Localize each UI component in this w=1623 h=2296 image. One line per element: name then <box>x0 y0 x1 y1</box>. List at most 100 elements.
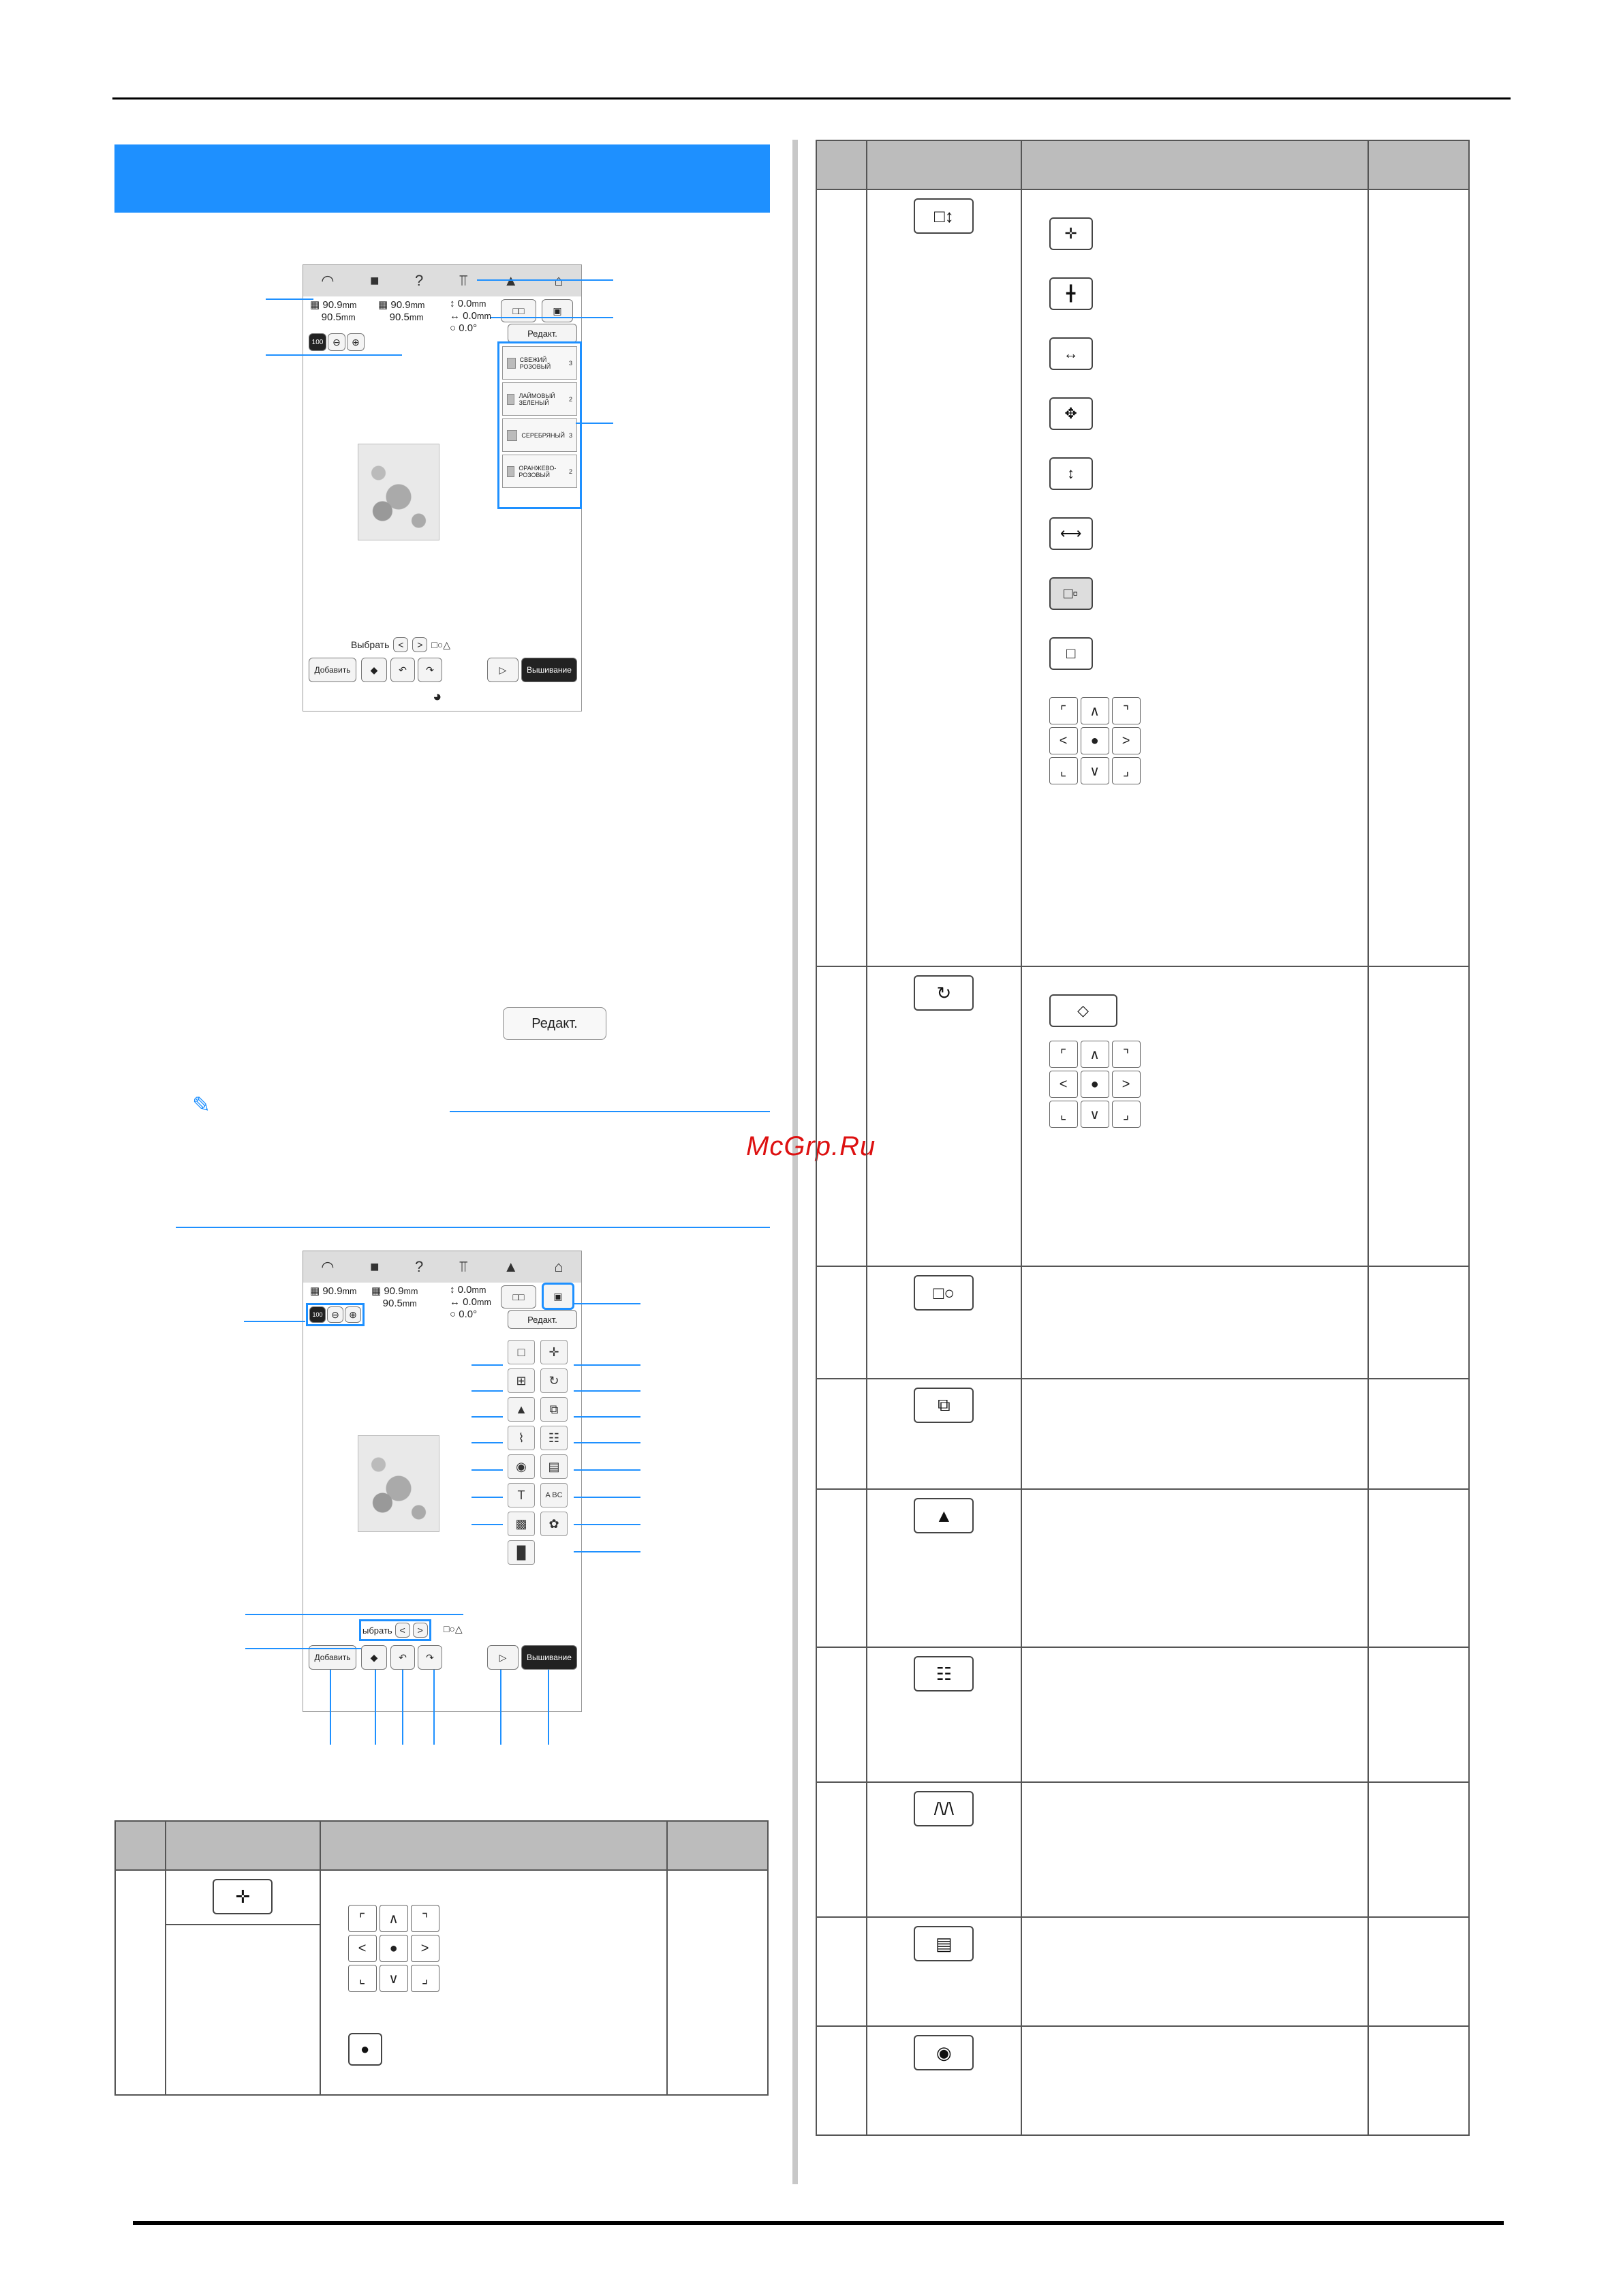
mirror-icon[interactable]: ▲ <box>508 1397 535 1422</box>
zoom-out-icon[interactable]: ⊖ <box>327 1306 343 1323</box>
text-edit-icon[interactable]: A BC <box>540 1483 568 1507</box>
wifi-icon[interactable]: ◠ <box>321 1258 335 1275</box>
next-icon[interactable]: > <box>412 637 428 652</box>
density-zigzag-icon[interactable]: ⌇ <box>508 1426 535 1450</box>
size-readout: ▦ 90.9mm 90.5mm <box>310 299 357 323</box>
zoom-controls: 100 ⊖ ⊕ <box>309 333 365 351</box>
rotate-icon: ↻ <box>914 975 974 1011</box>
size-readout: ▦ 90.9mm <box>310 1285 357 1297</box>
arrow-pad-icon: ⌜∧⌝ <●> ⌞∨⌟ <box>1049 697 1367 784</box>
group-icon[interactable]: ⊞ <box>508 1368 535 1393</box>
color-view-button[interactable]: ▣ <box>542 299 573 322</box>
rotate-icon[interactable]: ↻ <box>540 1368 568 1393</box>
center-icon: ● <box>347 2033 382 2066</box>
table-row: /\/\ <box>815 1781 1470 1918</box>
device-screen-main: ◠ ■ ? ⫪ ▲ ⌂ ▦ 90.9mm 90.5mm ▦ 90.9mm 90.… <box>303 264 582 711</box>
scale-wide-icon: ✥ <box>1049 397 1093 430</box>
callout-line <box>576 423 613 424</box>
edit-button[interactable]: Редакт. <box>508 1310 577 1329</box>
scale-narrow-icon: ↔ <box>1049 337 1093 370</box>
zoom-in-icon[interactable]: ⊕ <box>347 333 365 351</box>
border-icon[interactable]: ✿ <box>540 1512 568 1536</box>
next-icon[interactable]: > <box>412 1623 428 1638</box>
zoom-100-button[interactable]: 100 <box>309 1306 326 1323</box>
callout-line <box>574 1364 640 1366</box>
size-icon: ▦ <box>310 299 320 311</box>
shape-select-icon[interactable]: □○△ <box>444 1623 463 1634</box>
callout-line <box>472 1416 503 1418</box>
prev-icon[interactable]: < <box>395 1623 410 1638</box>
offset-readout: ↕ 0.0mm ↔ 0.0mm ○ 0.0° <box>450 1284 491 1320</box>
eraser-icon[interactable]: ◆ <box>361 1645 387 1670</box>
home-icon[interactable]: ⌂ <box>554 1258 563 1275</box>
color-sort-icon[interactable]: ▤ <box>540 1454 568 1479</box>
add-button[interactable]: Добавить <box>309 658 356 682</box>
wifi-icon[interactable]: ◠ <box>321 272 335 289</box>
embroider-button[interactable]: Вышивание <box>521 1645 577 1670</box>
home-icon[interactable]: ⌂ <box>554 272 563 290</box>
prev-icon[interactable]: < <box>393 637 409 652</box>
edit-functions-table-right: □↕ ✛ ╋ ↔ ✥ ↕ ⟷ □▫ □ ⌜∧⌝ <●> ⌞∨⌟ ↻ <box>815 140 1470 2136</box>
redo-icon[interactable]: ↷ <box>418 658 442 682</box>
document-icon[interactable]: ■ <box>370 1258 380 1275</box>
group-icon: □○ <box>914 1275 974 1311</box>
callout-line <box>266 354 402 356</box>
shape-select-icon[interactable]: □○△ <box>431 639 451 650</box>
offset-readout: ↕ 0.0mm ↔ 0.0mm ○ 0.0° <box>450 298 491 334</box>
undo-icon[interactable]: ↶ <box>390 658 415 682</box>
edit-key-example[interactable]: Редакт. <box>503 1007 606 1040</box>
stipple-icon[interactable]: ▩ <box>508 1512 535 1536</box>
embroidery-pattern[interactable] <box>358 1435 439 1532</box>
help-icon[interactable]: ? <box>415 272 424 289</box>
zoom-100-button[interactable]: 100 <box>309 333 326 351</box>
reset-icon: □ <box>1049 637 1093 670</box>
help-icon[interactable]: ? <box>415 1258 424 1275</box>
callout-line <box>574 1524 640 1525</box>
embroidery-pattern[interactable] <box>358 444 439 540</box>
presser-foot-icon[interactable]: ⫪ <box>459 1258 468 1275</box>
table-row: □↕ ✛ ╋ ↔ ✥ ↕ ⟷ □▫ □ ⌜∧⌝ <●> ⌞∨⌟ <box>815 189 1470 967</box>
array-icon[interactable]: ☷ <box>540 1426 568 1450</box>
embroider-button[interactable]: Вышивание <box>521 658 577 682</box>
table-row: ✛ ⌜∧⌝ <●> ⌞∨⌟ ● <box>114 1869 769 2096</box>
clock-icon: ◕ <box>433 688 442 705</box>
callout-line <box>472 1364 503 1366</box>
arrow-pad-icon: ⌜∧⌝ <●> ⌞∨⌟ <box>1049 1041 1367 1128</box>
edit-button[interactable]: Редакт. <box>508 324 577 343</box>
select-bar: Выбрать < > □○△ <box>351 637 450 652</box>
callout-line <box>244 1321 305 1322</box>
text-tool-icon[interactable]: T <box>508 1483 535 1507</box>
send-icon[interactable]: ▷ <box>487 658 519 682</box>
layout-button[interactable]: □□ <box>501 1285 536 1308</box>
callout-line <box>500 1670 501 1745</box>
callout-line <box>491 317 613 318</box>
send-icon[interactable]: ▷ <box>487 1645 519 1670</box>
callout-line <box>266 299 313 300</box>
redo-icon[interactable]: ↷ <box>418 1645 442 1670</box>
color-view-button[interactable]: ▣ <box>542 1283 574 1310</box>
lock-icon[interactable]: ▲ <box>503 1258 519 1275</box>
move-icon[interactable]: ✛ <box>540 1340 568 1364</box>
device-screen-edit: ◠ ■ ? ⫪ ▲ ⌂ ▦ 90.9mm ▦ 90.9mm 90.5mm ↕ 0… <box>303 1251 582 1712</box>
callout-line <box>572 1303 640 1304</box>
zoom-controls: 100 ⊖ ⊕ <box>306 1303 365 1326</box>
size-icon[interactable]: □ <box>508 1340 535 1364</box>
undo-icon[interactable]: ↶ <box>390 1645 415 1670</box>
presser-foot-icon[interactable]: ⫪ <box>459 272 468 289</box>
applique-icon[interactable]: ◉ <box>508 1454 535 1479</box>
layout-button[interactable]: □□ <box>501 299 536 322</box>
add-button[interactable]: Добавить <box>309 1645 356 1670</box>
lock-icon[interactable]: ▲ <box>503 272 519 289</box>
zoom-in-icon[interactable]: ⊕ <box>345 1306 361 1323</box>
zoom-out-icon[interactable]: ⊖ <box>328 333 345 351</box>
document-icon[interactable]: ■ <box>370 272 380 289</box>
callout-line <box>477 279 613 281</box>
letter-spacing-icon[interactable]: ▐▌ <box>508 1540 535 1565</box>
table-header <box>165 1820 321 1871</box>
eraser-icon[interactable]: ◆ <box>361 658 387 682</box>
duplicate-icon[interactable]: ⧉ <box>540 1397 568 1422</box>
